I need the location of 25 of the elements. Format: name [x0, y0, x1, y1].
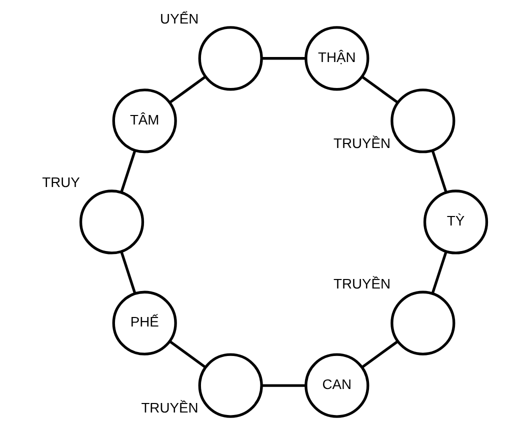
node-circle — [390, 290, 456, 356]
node-circle — [198, 26, 263, 91]
connector — [431, 150, 448, 193]
node-circle — [198, 353, 263, 418]
node-circle: THẬN — [304, 26, 370, 91]
node-label: TRUYỀN — [334, 135, 391, 151]
connector — [361, 340, 398, 368]
connector — [168, 340, 206, 368]
node-circle: TÂM — [112, 88, 177, 154]
connector — [168, 76, 206, 104]
connector — [262, 384, 306, 387]
node-circle: PHẾ — [112, 290, 177, 356]
connector — [120, 251, 136, 294]
node-circle — [390, 88, 456, 154]
connector — [431, 251, 448, 294]
node-circle: CAN — [304, 353, 370, 418]
connector — [361, 76, 398, 104]
connector — [262, 57, 306, 60]
node-circle — [79, 190, 144, 254]
node-label: TRUYỀN — [141, 400, 198, 416]
connector — [120, 150, 136, 193]
node-circle: TỲ — [423, 190, 488, 254]
node-label: TRUYỀN — [334, 275, 391, 292]
node-label: TRUY — [42, 174, 80, 190]
node-label: UYỂN — [160, 10, 199, 27]
